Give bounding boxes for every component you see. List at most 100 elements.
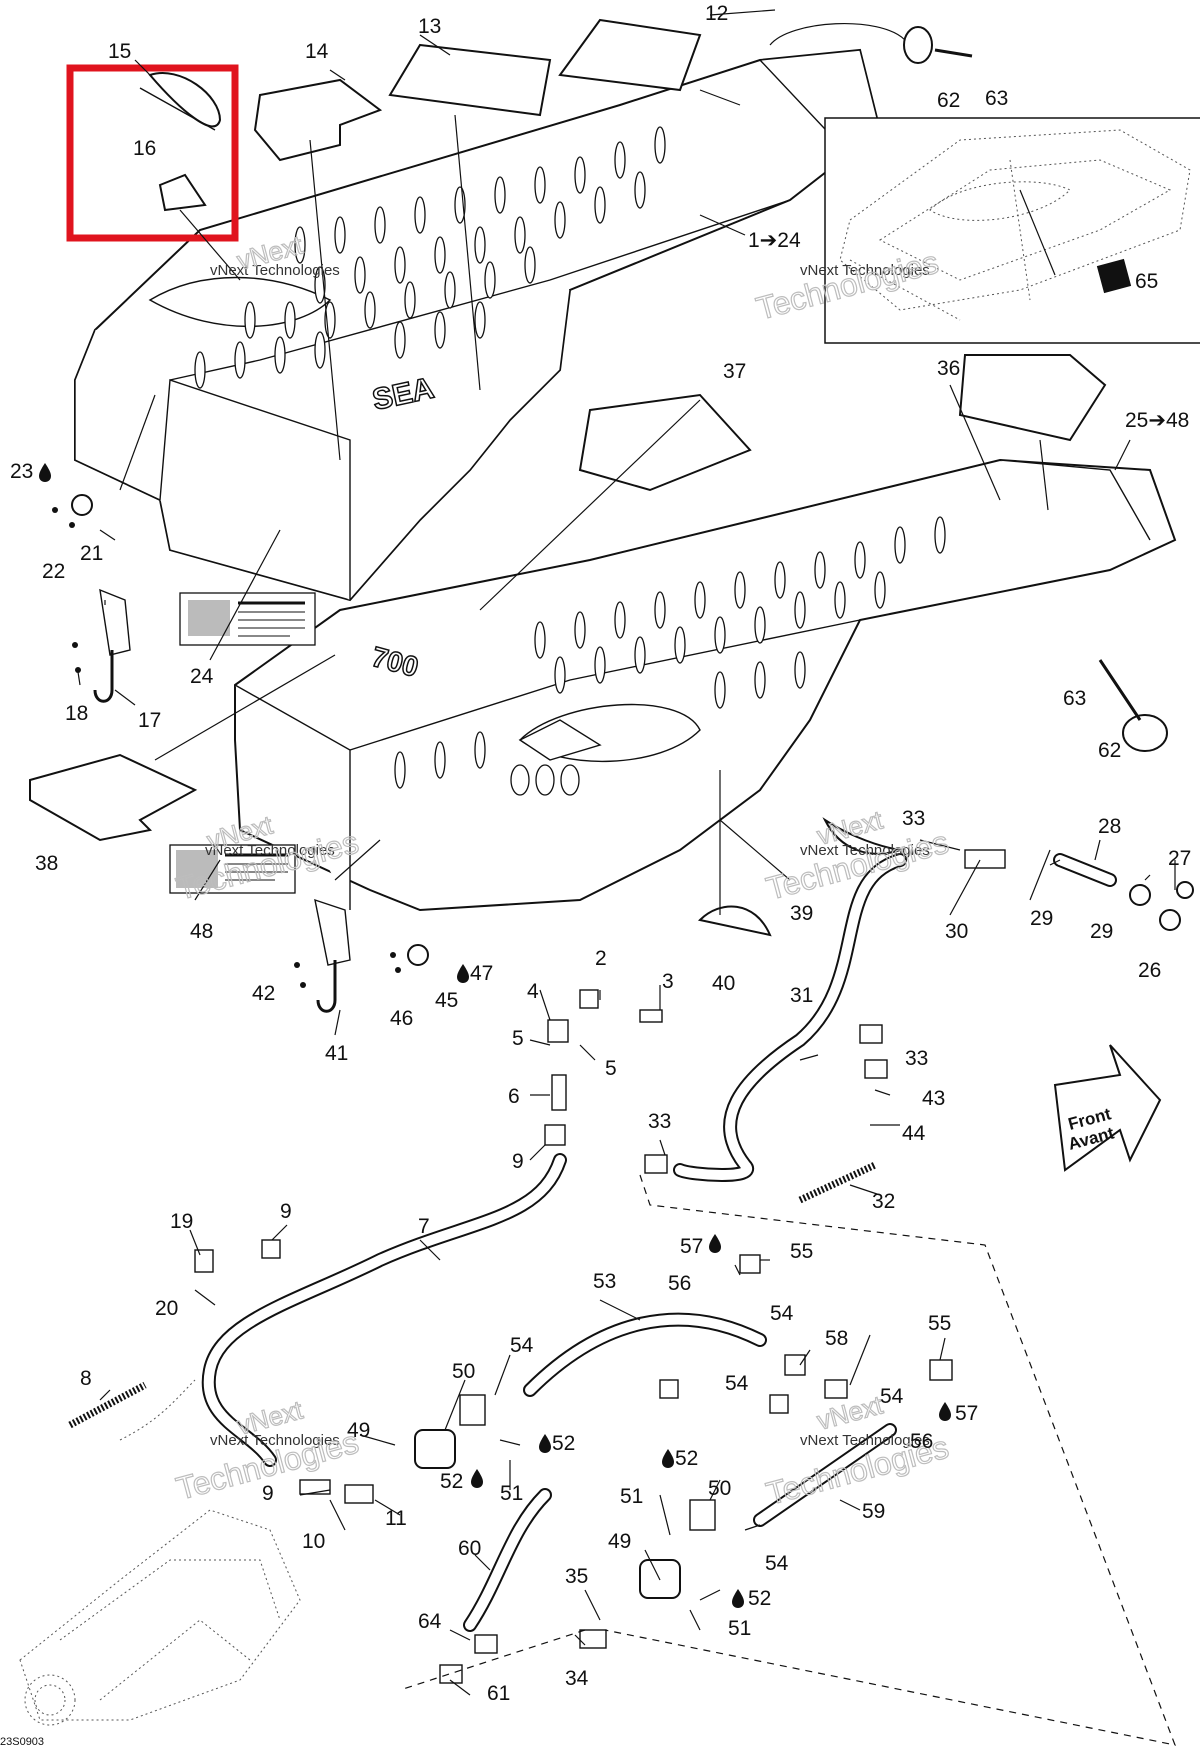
drop-icon (939, 1402, 951, 1421)
callout-47: 47 (470, 962, 493, 985)
mat-36 (958, 354, 1107, 442)
callout-55b: 55 (928, 1312, 951, 1335)
callout-9c: 9 (262, 1482, 274, 1505)
callout-5a: 5 (512, 1027, 524, 1050)
drop-icon (539, 1434, 551, 1453)
callout-63a: 63 (985, 87, 1008, 110)
callout-44: 44 (902, 1122, 926, 1145)
callout-36: 36 (937, 357, 960, 380)
callout-51c: 51 (728, 1617, 751, 1640)
callout-59: 59 (862, 1500, 885, 1523)
callout-28: 28 (1098, 815, 1121, 838)
callout-11: 11 (385, 1507, 407, 1530)
callout-12: 12 (705, 2, 728, 25)
callout-26: 26 (1138, 959, 1161, 982)
drop-icon (732, 1589, 744, 1608)
callout-49a: 49 (347, 1419, 370, 1442)
callout-54b: 54 (510, 1334, 534, 1357)
callout-33b: 33 (905, 1047, 928, 1070)
watermark-text: vNext Technologies (210, 262, 340, 279)
callout-35: 35 (565, 1565, 588, 1588)
callout-55a: 55 (790, 1240, 813, 1263)
callout-22: 22 (42, 560, 65, 583)
callout-9a: 9 (512, 1150, 524, 1173)
callout-56a: 56 (668, 1272, 691, 1295)
callout-57a: 57 (680, 1235, 703, 1258)
callout-7: 7 (418, 1215, 430, 1238)
callout-24: 24 (190, 665, 214, 688)
callout-54c: 54 (880, 1385, 904, 1408)
callout-33a: 33 (902, 807, 925, 830)
inset-hull-view (824, 117, 1200, 344)
pad-15 (148, 72, 222, 128)
callout-53: 53 (593, 1270, 616, 1293)
callout-31: 31 (790, 984, 813, 1007)
callout-46: 46 (390, 1007, 413, 1030)
callout-27: 27 (1168, 847, 1191, 870)
warning-decals (169, 592, 316, 894)
drop-icon (39, 463, 51, 482)
callout-13: 13 (418, 15, 441, 38)
mat-37 (578, 393, 752, 492)
callout-42: 42 (252, 982, 275, 1005)
watermark-text: vNext Technologies (800, 842, 930, 859)
fittings (194, 849, 1194, 1684)
callout-14: 14 (305, 40, 329, 63)
callout-9b: 9 (280, 1200, 292, 1223)
dashed-group-outline (604, 1174, 1176, 1746)
callout-8: 8 (80, 1367, 92, 1390)
callout-10: 10 (302, 1530, 325, 1553)
callout-18: 18 (65, 702, 88, 725)
callout-65: 65 (1135, 270, 1158, 293)
watermark-text: vNext Technologies (800, 1432, 930, 1449)
mat-12 (558, 18, 702, 92)
callout-50b: 50 (708, 1477, 731, 1500)
callout-15: 15 (108, 40, 131, 63)
callout-19: 19 (170, 1210, 193, 1233)
pad-16 (158, 173, 207, 212)
callout-6: 6 (508, 1085, 520, 1108)
callout-54a: 54 (770, 1302, 794, 1325)
mat-13 (388, 43, 552, 117)
callout-50a: 50 (452, 1360, 475, 1383)
callout-3: 3 (662, 970, 674, 993)
callout-52a: 52 (552, 1432, 575, 1455)
callout-60: 60 (458, 1537, 481, 1560)
callout-51b: 51 (620, 1485, 643, 1508)
callout-29b: 29 (1090, 920, 1113, 943)
leader-lines (77, 9, 1176, 1696)
watermark-text: vNext Technologies (800, 262, 930, 279)
drop-icon (709, 1234, 721, 1253)
drop-icon (457, 964, 469, 983)
hardware (52, 26, 1168, 1013)
callout-21: 21 (80, 542, 103, 565)
callout-48: 48 (190, 920, 213, 943)
callout-34: 34 (565, 1667, 589, 1690)
watermark-text: vNext Technologies (210, 1432, 340, 1449)
callout-16: 16 (133, 137, 156, 160)
callout-49b: 49 (608, 1530, 631, 1553)
mat-14 (253, 78, 383, 162)
pad-40 (697, 905, 772, 937)
callout-23: 23 (10, 460, 33, 483)
upper-tread-pattern (194, 126, 666, 389)
lower-tread-pattern (394, 516, 946, 796)
callout-20: 20 (155, 1297, 178, 1320)
callout-30: 30 (945, 920, 968, 943)
drop-icon (471, 1469, 483, 1488)
mat-38 (29, 753, 198, 842)
callout-37: 37 (723, 360, 746, 383)
callout-51a: 51 (500, 1482, 523, 1505)
callout-17: 17 (138, 709, 161, 732)
front-direction-arrow: Front Avant (1053, 1044, 1162, 1172)
callout-58: 58 (825, 1327, 848, 1350)
callout-38: 38 (35, 852, 58, 875)
hoses (68, 853, 1117, 1632)
callout-43: 43 (922, 1087, 945, 1110)
diagram-code: 23S0903 (0, 1736, 44, 1748)
jet-pump (19, 1509, 301, 1726)
callout-52c: 52 (440, 1470, 463, 1493)
callout-5b: 5 (605, 1057, 617, 1080)
